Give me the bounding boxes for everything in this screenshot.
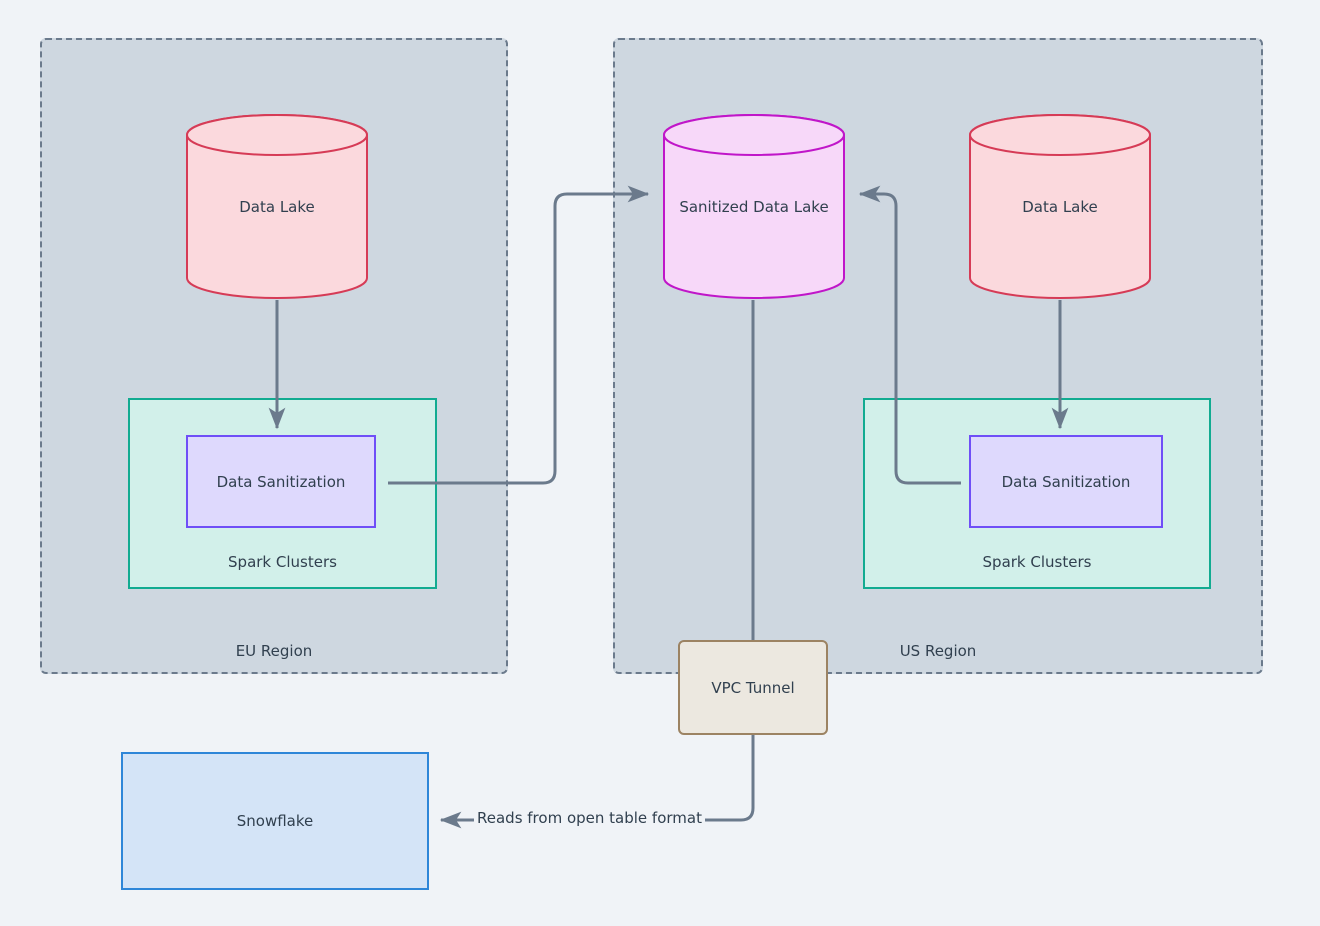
data-store-eu-data-lake[interactable]: Data Lake [186, 114, 368, 299]
region-eu-label: EU Region [235, 642, 313, 660]
eu-data-lake-label: Data Lake [239, 197, 315, 216]
cylinder-shape [663, 114, 845, 299]
eu-data-sanitization-label: Data Sanitization [216, 472, 346, 491]
vpc-tunnel-label: VPC Tunnel [711, 678, 795, 697]
data-store-sanitized-data-lake[interactable]: Sanitized Data Lake [663, 114, 845, 299]
snowflake-label: Snowflake [236, 812, 314, 830]
edge-label-reads-from-open-table-format: Reads from open table format [474, 809, 705, 827]
node-data-sanitization-us[interactable]: Data Sanitization [969, 435, 1163, 528]
us-data-lake-label: Data Lake [1022, 197, 1098, 216]
data-store-us-data-lake[interactable]: Data Lake [969, 114, 1151, 299]
region-us-label: US Region [899, 642, 977, 660]
spark-clusters-eu-label: Spark Clusters [228, 553, 337, 571]
spark-clusters-us-label: Spark Clusters [982, 553, 1092, 571]
node-data-sanitization-eu[interactable]: Data Sanitization [186, 435, 376, 528]
sanitized-data-lake-label: Sanitized Data Lake [679, 197, 829, 216]
cylinder-shape [969, 114, 1151, 299]
node-snowflake[interactable]: Snowflake [121, 752, 429, 890]
node-vpc-tunnel[interactable]: VPC Tunnel [678, 640, 828, 735]
us-data-sanitization-label: Data Sanitization [1001, 472, 1131, 491]
cylinder-shape [186, 114, 368, 299]
edge-vpc-tunnel-to-snowflake [439, 735, 755, 829]
